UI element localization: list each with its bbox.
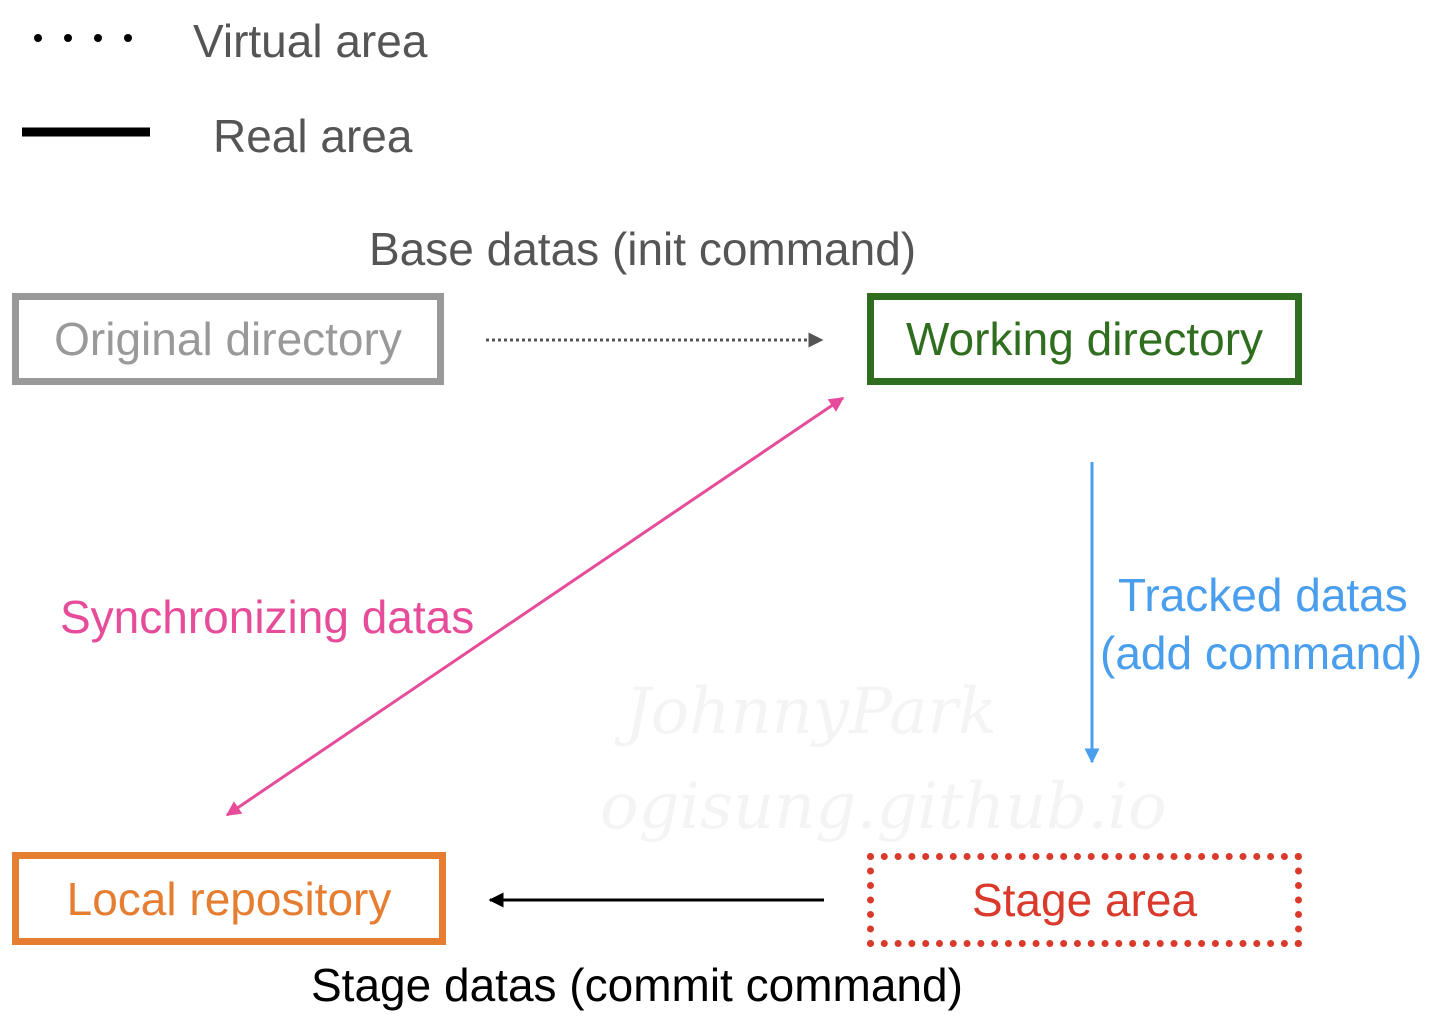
edge-sync-label: Synchronizing datas [60, 591, 475, 643]
node-stage-area: Stage area [867, 853, 1302, 947]
edge-tracked-label-1: Tracked datas [1118, 569, 1408, 621]
edge-commit-label: Stage datas (commit command) [311, 959, 963, 1011]
node-original-directory: Original directory [12, 293, 444, 385]
node-local-label: Local repository [66, 872, 392, 925]
edge-tracked-label-2: (add command) [1100, 627, 1423, 679]
node-working-label: Working directory [905, 313, 1264, 365]
node-local-repository: Local repository [12, 852, 446, 945]
edge-base-label: Base datas (init command) [369, 223, 917, 275]
legend-virtual-label: Virtual area [193, 15, 428, 67]
legend-virtual-swatch [34, 34, 132, 42]
node-original-label: Original directory [54, 313, 402, 365]
node-working-directory: Working directory [867, 293, 1302, 385]
node-stage-label: Stage area [971, 874, 1198, 926]
edge-sync-arrow [225, 396, 845, 817]
legend-real-label: Real area [213, 110, 413, 162]
